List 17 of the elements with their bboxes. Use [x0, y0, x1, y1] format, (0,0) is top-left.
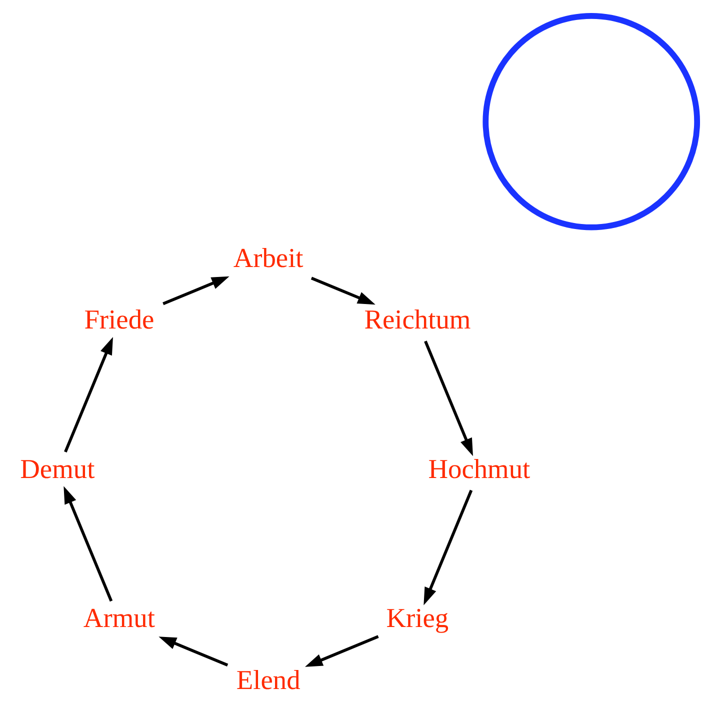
arrow [304, 635, 379, 667]
node-text: Elend [236, 664, 300, 695]
arrow [310, 276, 376, 305]
arrow [162, 276, 230, 306]
arrow [424, 340, 473, 456]
arrow [64, 337, 113, 452]
arrow [64, 486, 113, 602]
node-text: Armut [83, 602, 155, 633]
node-text: Hochmut [428, 454, 530, 484]
node-text: Friede [84, 304, 154, 335]
node-text: Arbeit [233, 242, 304, 273]
node-circle [482, 12, 700, 230]
arrow [158, 636, 228, 666]
node-text: Reichtum [364, 304, 471, 335]
arrow [424, 490, 473, 606]
node-text: Demut [20, 454, 95, 484]
node-text: Krieg [386, 602, 449, 633]
